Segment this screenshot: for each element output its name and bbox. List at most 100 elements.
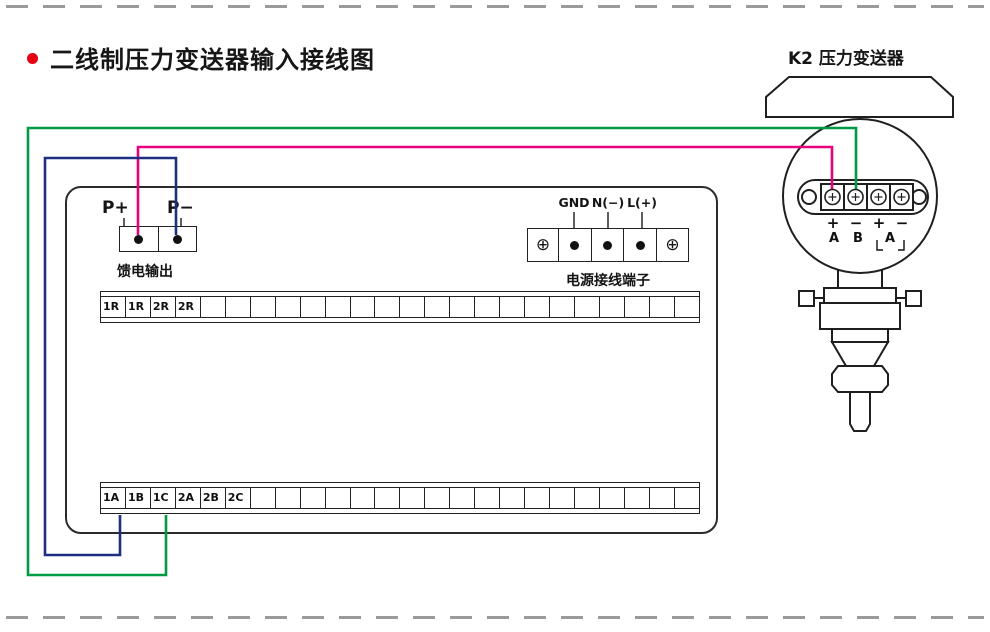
transmitter-process-stem <box>849 391 871 432</box>
power-terminal-block: ⊕ ⊕ <box>527 228 689 262</box>
terminal-cell <box>625 297 650 317</box>
terminal-cell: 2R <box>151 297 176 317</box>
top-dashed-border <box>6 5 984 8</box>
terminal-cell <box>550 297 576 317</box>
terminal-cell <box>600 297 626 317</box>
page-title: 二线制压力变送器输入接线图 <box>50 46 375 74</box>
terminal-letter-a: A <box>828 231 840 246</box>
power-label-neutral: N(−) <box>591 195 625 210</box>
screw-cross-marks <box>828 193 906 201</box>
polarity-label: − <box>895 214 909 232</box>
terminal-cell: 1R <box>101 297 126 317</box>
terminal-cell <box>375 488 401 508</box>
feed-positive-label: P+ <box>102 198 129 218</box>
polarity-label: + <box>826 214 840 232</box>
block-end-screw-right <box>911 189 927 205</box>
terminal-cell <box>575 297 601 317</box>
power-terminal-gnd <box>559 229 592 261</box>
transmitter-right-ear <box>905 290 922 307</box>
transmitter-neck <box>837 265 883 291</box>
transmitter-terminal-block <box>797 179 929 215</box>
terminal-cell <box>625 488 650 508</box>
transmitter-taper <box>830 341 890 367</box>
terminal-screw-heads <box>824 188 910 206</box>
polarity-label: + <box>872 214 886 232</box>
terminal-letter-b: B <box>853 231 863 246</box>
terminal-cell <box>675 297 699 317</box>
feed-output-terminal-block <box>119 226 197 252</box>
power-terminal-line <box>624 229 658 261</box>
ground-screw-terminal: ⊕ <box>657 229 688 261</box>
terminal-cell: 2C <box>226 488 251 508</box>
terminal-letter-a2: A <box>884 231 896 246</box>
block-end-screw-left <box>801 189 817 205</box>
terminal-dot <box>134 234 144 244</box>
terminal-cell <box>650 297 675 317</box>
terminal-square <box>843 183 868 211</box>
device-label: K2 压力变送器 <box>788 49 904 69</box>
terminal-cell <box>276 297 301 317</box>
terminal-cell <box>500 488 526 508</box>
terminal-dot <box>570 240 580 250</box>
transmitter-body <box>819 302 901 330</box>
terminal-cell: 2A <box>176 488 201 508</box>
terminal-cell <box>650 488 675 508</box>
terminal-cell <box>351 488 376 508</box>
terminal-cell: 1R <box>126 297 151 317</box>
transmitter-top-housing <box>765 76 954 118</box>
terminal-cell <box>201 297 226 317</box>
terminal-square <box>889 183 914 211</box>
terminal-cell: 2B <box>201 488 226 508</box>
terminal-cell <box>675 488 699 508</box>
terminal-cell <box>375 297 401 317</box>
terminal-cell <box>425 488 451 508</box>
transmitter-hex-nut <box>831 365 889 393</box>
transmitter-flange <box>823 287 897 304</box>
terminal-square <box>820 183 845 211</box>
title-bullet-icon <box>27 53 38 64</box>
terminal-cell <box>550 488 576 508</box>
terminal-cell: 1C <box>151 488 176 508</box>
transmitter-body-step <box>831 328 889 343</box>
feed-output-caption: 馈电输出 <box>117 264 173 280</box>
power-terminal-neutral <box>592 229 625 261</box>
terminal-cell <box>301 297 326 317</box>
terminal-cell <box>425 297 451 317</box>
terminal-cell <box>475 297 501 317</box>
terminal-cell <box>400 488 426 508</box>
terminal-square <box>866 183 891 211</box>
terminal-cell <box>600 488 626 508</box>
terminal-cell: 1B <box>126 488 151 508</box>
terminal-cell <box>450 488 476 508</box>
terminal-cell <box>251 488 276 508</box>
terminal-cell <box>276 488 301 508</box>
terminal-cell <box>525 297 551 317</box>
terminal-cell <box>226 297 251 317</box>
strip-edge-bar <box>101 508 699 513</box>
terminal-cell: 2R <box>176 297 201 317</box>
feed-negative-label: P− <box>167 198 194 218</box>
pressure-transmitter-drawing <box>765 76 954 432</box>
polarity-label: − <box>849 214 863 232</box>
terminal-cell <box>251 297 276 317</box>
terminal-cell <box>525 488 551 508</box>
terminal-cell <box>301 488 326 508</box>
terminal-cell <box>450 297 476 317</box>
feed-terminal-negative <box>159 227 197 251</box>
terminal-cell <box>475 488 501 508</box>
bottom-dashed-border <box>6 616 984 619</box>
terminal-cell <box>500 297 526 317</box>
terminal-cell <box>351 297 376 317</box>
ground-screw-terminal: ⊕ <box>528 229 559 261</box>
terminal-dot <box>172 234 182 244</box>
terminal-dot <box>635 240 645 250</box>
power-label-gnd: GND <box>558 195 590 210</box>
terminal-cell: 1A <box>101 488 126 508</box>
strip-edge-bar <box>101 317 699 322</box>
power-terminal-caption: 电源接线端子 <box>566 273 650 289</box>
